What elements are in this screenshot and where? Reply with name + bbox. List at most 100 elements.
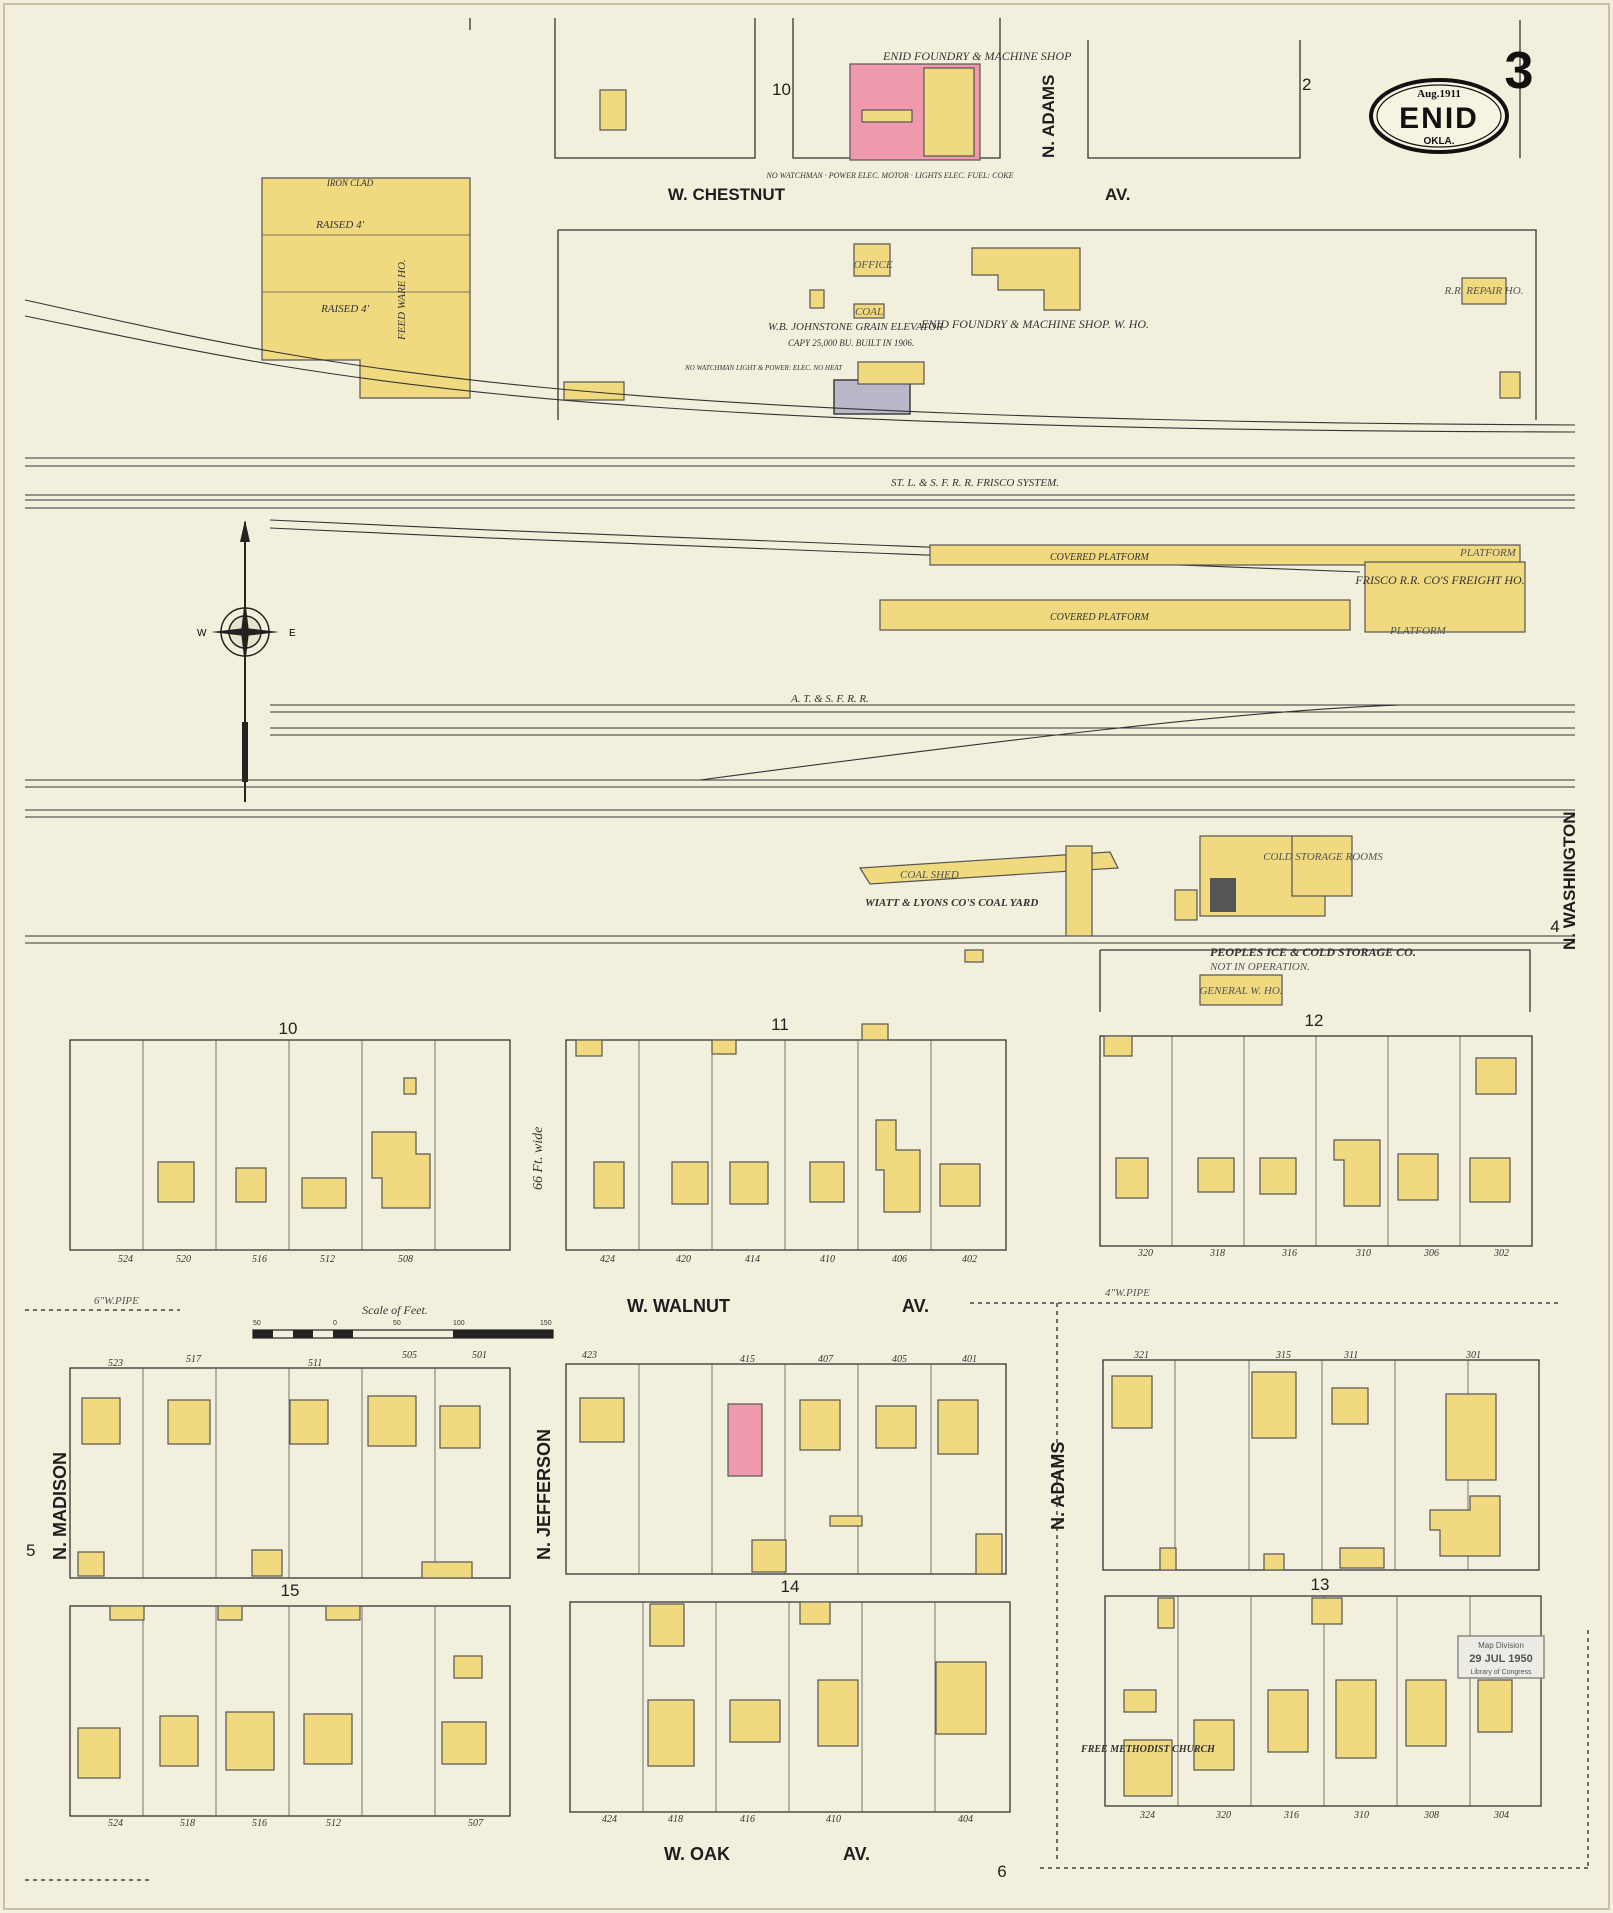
scale-tick: 0 xyxy=(333,1320,337,1327)
block-number: 2 xyxy=(1302,75,1311,94)
freight-house-label: FRISCO R.R. CO'S FREIGHT HO. xyxy=(1354,573,1524,587)
block-12: 12 xyxy=(1099,1011,1533,1247)
house-number: 402 xyxy=(962,1254,977,1265)
house-numbers: 524 520 516 512 508 424 420 414 410 406 … xyxy=(108,1248,1509,1829)
map-date: Aug.1911 xyxy=(1417,88,1461,100)
covered-platform xyxy=(929,544,1521,566)
house-number: 516 xyxy=(252,1254,267,1265)
coal-yard-ice-co: COAL SHED WIATT & LYONS CO'S COAL YARD C… xyxy=(858,811,1579,1012)
house-number: 405 xyxy=(892,1354,907,1365)
street-chestnut: W. CHESTNUT xyxy=(668,185,786,204)
stamp-line3: Library of Congress xyxy=(1470,1669,1532,1676)
rr-repair-label: R.R. REPAIR HO. xyxy=(1444,285,1524,297)
house-number: 321 xyxy=(1133,1350,1149,1361)
block-15-south: 15 xyxy=(69,1581,511,1817)
house-number: 524 xyxy=(118,1254,133,1265)
street-chestnut-av: AV. xyxy=(1105,185,1131,204)
house-number: 524 xyxy=(108,1818,123,1829)
sheet-number: 3 xyxy=(1505,42,1534,100)
frisco-freight-house xyxy=(1364,561,1526,633)
house-number: 410 xyxy=(826,1814,841,1825)
house-number: 320 xyxy=(1137,1248,1153,1259)
stamp-line2: 29 JUL 1950 xyxy=(1469,1653,1532,1665)
raised-label: RAISED 4' xyxy=(315,219,365,231)
block-10: 10 xyxy=(69,1019,511,1251)
scale-tick: 150 xyxy=(540,1320,552,1327)
block-number: 11 xyxy=(771,1015,789,1034)
rail-yard-north: IRON CLAD RAISED 4' RAISED 4' FEED WARE … xyxy=(261,177,1537,420)
cold-storage-label: COLD STORAGE ROOMS xyxy=(1263,851,1383,863)
house-number: 320 xyxy=(1215,1810,1231,1821)
covered-platform-label: COVERED PLATFORM xyxy=(1050,612,1149,623)
rr-repair-house xyxy=(1461,277,1507,305)
pipe-label: 6"W.PIPE xyxy=(94,1295,139,1307)
house-number: 315 xyxy=(1275,1350,1291,1361)
raised-label: RAISED 4' xyxy=(320,303,370,315)
house-number: 518 xyxy=(180,1818,195,1829)
atsf-tracks: A. T. & S. F. R. R. xyxy=(25,693,1575,944)
brick-dwelling xyxy=(727,1403,763,1477)
church-label: FREE METHODIST CHURCH xyxy=(1080,1744,1216,1755)
street-jefferson: N. JEFFERSON xyxy=(534,1429,554,1560)
house-number: 301 xyxy=(1465,1350,1481,1361)
platform-label: PLATFORM xyxy=(1389,625,1447,637)
house-number: 415 xyxy=(740,1354,755,1365)
house-number: 310 xyxy=(1355,1248,1371,1259)
house-number: 520 xyxy=(176,1254,191,1265)
general-wh-label: GENERAL W. HO. xyxy=(1199,985,1282,997)
foundry-note: NO WATCHMAN · POWER ELEC. MOTOR · LIGHTS… xyxy=(765,171,1013,180)
block-number: 15 xyxy=(281,1581,300,1600)
map-city: ENID xyxy=(1399,102,1479,135)
scale-tick: 50 xyxy=(393,1320,401,1327)
house-number: 517 xyxy=(186,1354,202,1365)
block-number: 14 xyxy=(781,1577,800,1596)
house-number: 512 xyxy=(326,1818,341,1829)
railroad-frisco: ST. L. & S. F. R. R. FRISCO SYSTEM. xyxy=(891,477,1059,489)
street-madison: N. MADISON xyxy=(50,1452,70,1560)
house-number: 410 xyxy=(820,1254,835,1265)
compass-west: W xyxy=(197,628,207,639)
page-border xyxy=(3,3,1610,1910)
house-number: 302 xyxy=(1493,1248,1509,1259)
dwelling xyxy=(599,89,627,131)
street-walnut-av: AV. xyxy=(902,1296,929,1316)
map-state: OKLA. xyxy=(1423,136,1454,147)
top-blocks: ENID FOUNDRY & MACHINE SHOP NO WATCHMAN … xyxy=(469,18,1521,180)
house-number: 418 xyxy=(668,1814,683,1825)
coal-yard-label: WIATT & LYONS CO'S COAL YARD xyxy=(865,897,1038,909)
peoples-ice-label: PEOPLES ICE & COLD STORAGE CO. xyxy=(1210,945,1416,959)
house-number: 324 xyxy=(1139,1810,1155,1821)
block-15-north xyxy=(69,1367,511,1579)
house-number: 401 xyxy=(962,1354,977,1365)
iron-clad: IRON CLAD xyxy=(326,178,374,188)
house-number: 512 xyxy=(320,1254,335,1265)
peoples-ice-note: NOT IN OPERATION. xyxy=(1209,961,1310,973)
feed-warehouse xyxy=(261,177,471,399)
house-number: 414 xyxy=(745,1254,760,1265)
house-number: 507 xyxy=(468,1818,484,1829)
elevator-capacity: CAPY 25,000 BU. BUILT IN 1906. xyxy=(788,338,914,348)
coal-shed xyxy=(858,851,1119,885)
block-13-north xyxy=(1102,1359,1540,1571)
sheet-ref-bottom: 6 xyxy=(997,1862,1006,1881)
house-number: 311 xyxy=(1343,1350,1358,1361)
block-11: 11 66 Ft. wide xyxy=(531,1015,1007,1251)
house-number: 523 xyxy=(108,1358,123,1369)
compass-east: E xyxy=(289,628,296,639)
street-oak-av: AV. xyxy=(843,1844,870,1864)
office-label: OFFICE xyxy=(853,259,892,271)
elevator-note: NO WATCHMAN LIGHT & POWER: ELEC. NO HEAT xyxy=(684,364,843,372)
house-number: 420 xyxy=(676,1254,691,1265)
foundry-warehouse xyxy=(971,247,1081,311)
pipe-label: 4"W.PIPE xyxy=(1105,1287,1150,1299)
foundry-title: ENID FOUNDRY & MACHINE SHOP xyxy=(882,49,1072,63)
title-cartouche: Aug.1911 ENID OKLA. 3 xyxy=(1369,42,1534,154)
covered-platform xyxy=(879,599,1351,631)
railroad-atsf: A. T. & S. F. R. R. xyxy=(790,693,869,705)
coal-shed-label: COAL SHED xyxy=(900,869,959,881)
block-14-south: 14 xyxy=(569,1577,1011,1813)
house-number: 423 xyxy=(582,1350,597,1361)
sheet-ref-right: 4 xyxy=(1550,917,1559,936)
block-number: 10 xyxy=(279,1019,298,1038)
